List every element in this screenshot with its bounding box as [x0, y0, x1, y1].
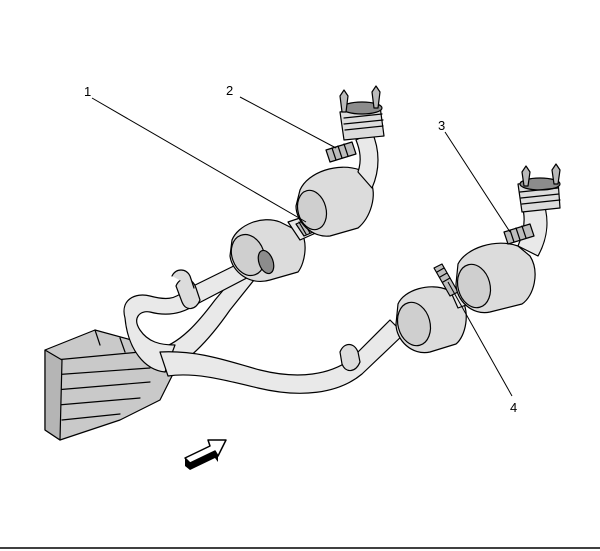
leader-line-2	[239, 96, 337, 149]
leader-line-3	[444, 131, 511, 233]
oxygen-sensor-3	[503, 223, 535, 245]
leader-line-1	[91, 97, 307, 223]
callout-1: 1	[84, 84, 91, 99]
callout-2: 2	[226, 83, 233, 98]
callout-4: 4	[510, 400, 517, 415]
callout-3: 3	[438, 118, 445, 133]
leader-line-4	[447, 281, 513, 397]
upper-right-converter	[455, 163, 561, 314]
upper-left-converter	[295, 85, 385, 237]
oxygen-sensor-2	[325, 141, 357, 163]
forward-direction-arrow-icon	[184, 439, 227, 470]
